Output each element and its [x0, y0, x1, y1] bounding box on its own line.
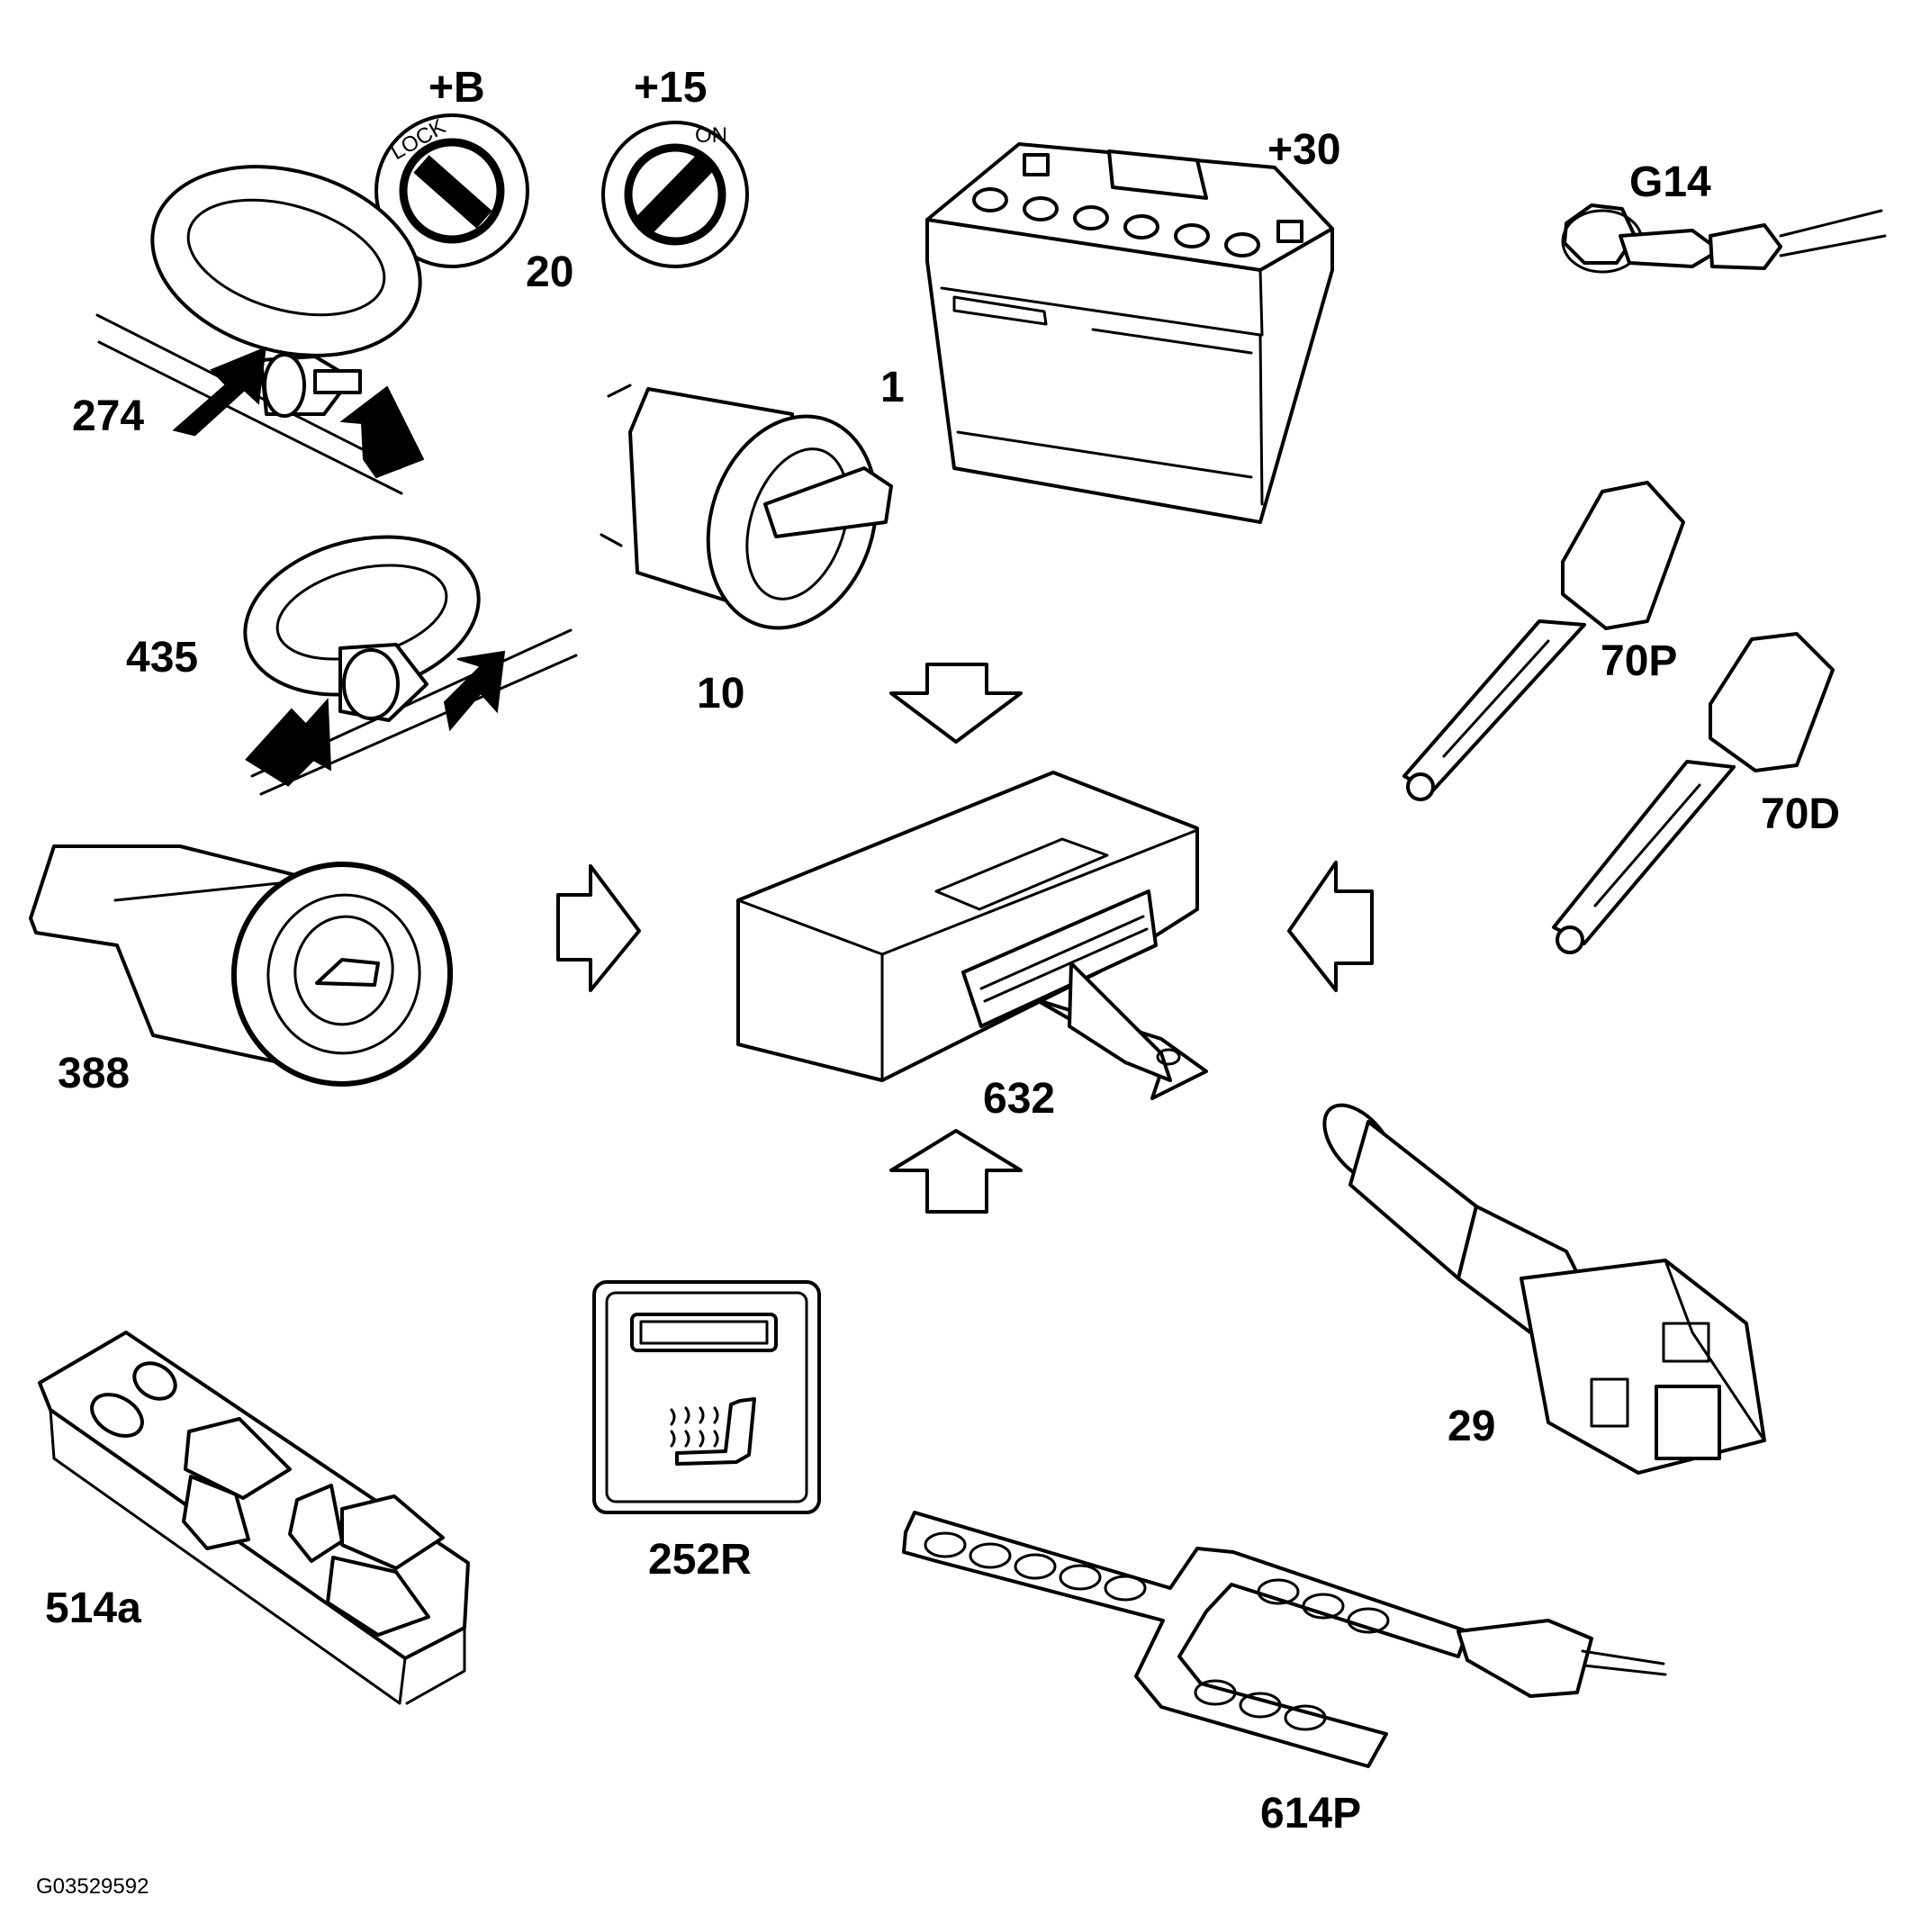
ground-point [1561, 203, 1887, 274]
ignition-switch-on-position: ON [601, 121, 749, 268]
on-glyph: ON [695, 123, 727, 148]
seat-heater-switch [592, 1280, 821, 1514]
door-lock-handle-passenger [243, 535, 578, 796]
seat-belt-buckle-passenger [1402, 481, 1685, 801]
seat-belt-buckle-driver [1552, 632, 1835, 954]
control-module [736, 771, 1208, 1100]
battery-terminal-positive [1276, 220, 1303, 243]
label-20: 20 [526, 248, 573, 296]
heated-seat-icon [670, 1397, 756, 1466]
battery [925, 142, 1334, 524]
tailgate-lock-barrel [29, 844, 454, 1087]
label-514a: 514a [45, 1584, 141, 1632]
label-29: 29 [1448, 1403, 1495, 1450]
door-lock-handle-driver [95, 165, 425, 495]
label-10: 10 [697, 670, 744, 718]
label-435: 435 [126, 634, 198, 682]
arrow-down-to-module [889, 663, 1023, 744]
label-252r: 252R [648, 1536, 752, 1584]
label-g14: G14 [1629, 158, 1711, 206]
label-plus-b: +B [428, 64, 485, 112]
battery-cells [972, 187, 1260, 257]
arrow-left-to-module [1287, 861, 1374, 992]
label-plus-15: +15 [634, 64, 707, 112]
label-632: 632 [983, 1075, 1055, 1123]
battery-terminal-negative [1023, 153, 1050, 176]
label-70p: 70P [1601, 637, 1677, 685]
headlamp-switch [600, 384, 893, 630]
seat-heating-element [902, 1511, 1667, 1768]
brake-light-switch [1322, 1103, 1766, 1475]
label-274: 274 [72, 393, 144, 440]
reference-code: G03529592 [36, 1874, 149, 1899]
label-614p: 614P [1260, 1790, 1361, 1837]
label-plus-30: +30 [1267, 126, 1340, 174]
label-70d: 70D [1761, 790, 1840, 838]
heater-pads [924, 1531, 1390, 1731]
window-switch-pack [38, 1331, 470, 1705]
label-1: 1 [880, 364, 905, 411]
arrow-right-to-module [556, 864, 641, 992]
label-388: 388 [58, 1050, 130, 1097]
arrow-up-to-module [889, 1129, 1023, 1214]
